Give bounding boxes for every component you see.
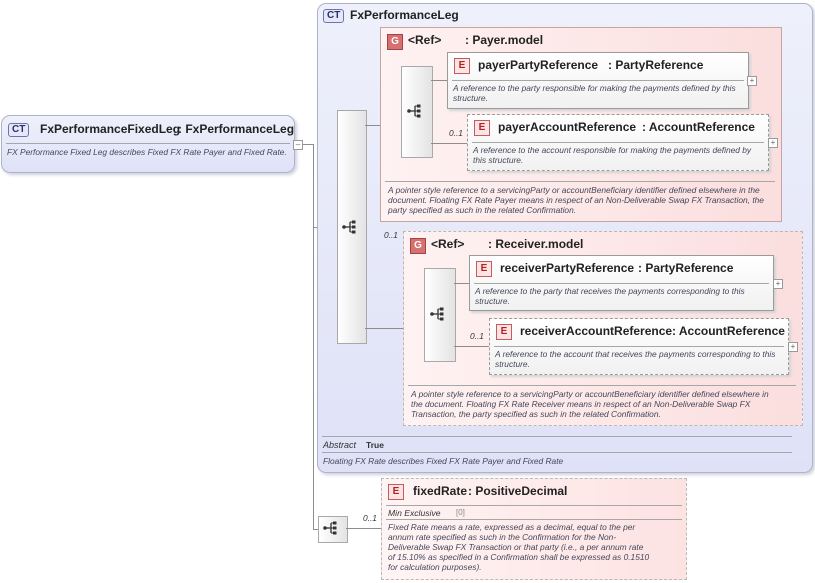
element-doc: A reference to the account that receives… <box>495 349 776 369</box>
element-type: : PositiveDecimal <box>468 484 568 498</box>
base-type-doc: Floating FX Rate describes Fixed FX Rate… <box>323 456 564 466</box>
main-type-doc: FX Performance Fixed Leg describes Fixed… <box>7 147 287 157</box>
element-badge: E <box>454 58 470 74</box>
cardinality-label: 0..1 <box>470 331 484 341</box>
element-type: : AccountReference <box>642 120 755 134</box>
expand-toggle[interactable]: + <box>768 138 778 148</box>
element-badge: E <box>388 484 404 500</box>
cardinality-label: 0..1 <box>449 128 463 138</box>
element-type: : PartyReference <box>608 58 704 72</box>
element-doc: A reference to the party that receives t… <box>475 286 745 306</box>
cardinality-label: 0..1 <box>384 230 398 240</box>
cardinality-label: 0..1 <box>363 513 377 523</box>
sequence-compositor-icon <box>323 521 337 535</box>
element-name: receiverAccountReference <box>520 324 673 338</box>
element-badge: E <box>496 324 512 340</box>
element-name: receiverPartyReference <box>500 261 635 275</box>
abstract-value: True <box>366 440 384 450</box>
expand-toggle[interactable]: + <box>788 342 798 352</box>
complex-type-badge: CT <box>323 9 345 23</box>
payer-group-name: : Payer.model <box>465 33 544 47</box>
facet-label: Min Exclusive <box>388 508 441 518</box>
fixed-rate-element[interactable]: E fixedRate : PositiveDecimal Min Exclus… <box>381 478 687 580</box>
complex-type-badge: CT <box>8 123 30 137</box>
payer-account-reference-element[interactable]: E payerAccountReference : AccountReferen… <box>467 114 769 171</box>
receiver-group-ref: <Ref> <box>431 237 465 251</box>
element-name: payerPartyReference <box>478 58 599 72</box>
element-doc: A reference to the account responsible f… <box>473 145 752 165</box>
receiver-account-reference-element[interactable]: E receiverAccountReference : AccountRefe… <box>489 318 789 375</box>
abstract-label: Abstract <box>323 440 357 450</box>
sequence-compositor[interactable] <box>401 66 433 158</box>
payer-group-ref: <Ref> <box>408 33 442 47</box>
element-type: : AccountReference <box>672 324 785 338</box>
element-name: payerAccountReference <box>498 120 637 134</box>
receiver-group-doc: A pointer style reference to a servicing… <box>411 389 769 419</box>
element-doc: Fixed Rate means a rate, expressed as a … <box>388 522 650 572</box>
group-badge: G <box>410 238 426 254</box>
receiver-party-reference-element[interactable]: E receiverPartyReference : PartyReferenc… <box>469 255 774 311</box>
main-type-name: FxPerformanceFixedLeg <box>40 122 181 136</box>
element-badge: E <box>474 120 490 136</box>
main-complex-type-box[interactable]: CT FxPerformanceFixedLeg : FxPerformance… <box>1 115 295 173</box>
sequence-compositor-icon <box>342 220 356 234</box>
payer-group-doc: A pointer style reference to a servicing… <box>388 185 764 215</box>
element-type: : PartyReference <box>638 261 734 275</box>
base-type-name: FxPerformanceLeg <box>350 8 459 22</box>
receiver-group-name: : Receiver.model <box>488 237 584 251</box>
facet-value: [0] <box>456 508 465 517</box>
sequence-compositor-icon <box>407 104 421 118</box>
expand-toggle[interactable]: + <box>747 76 757 86</box>
element-badge: E <box>476 261 492 277</box>
element-doc: A reference to the party responsible for… <box>453 83 736 103</box>
expand-toggle[interactable]: + <box>773 279 783 289</box>
main-type-separator <box>6 143 290 144</box>
element-name: fixedRate <box>413 484 468 498</box>
sequence-compositor-icon <box>430 307 444 321</box>
main-type-base: : FxPerformanceLeg <box>178 122 295 136</box>
collapse-toggle[interactable]: – <box>293 140 303 150</box>
group-badge: G <box>387 34 403 50</box>
payer-party-reference-element[interactable]: E payerPartyReference : PartyReference A… <box>447 52 749 109</box>
